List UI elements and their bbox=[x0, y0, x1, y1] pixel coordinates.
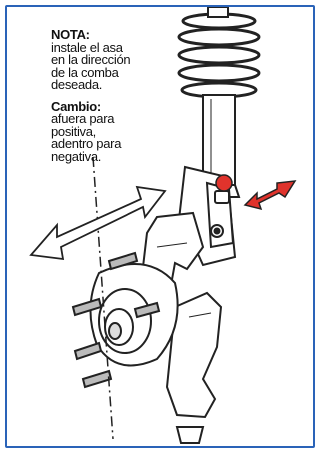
double-arrow-icon bbox=[29, 185, 167, 261]
note-line: instale el asa bbox=[51, 39, 123, 55]
note-line: en la dirección bbox=[51, 52, 131, 67]
change-heading: Cambio: bbox=[51, 98, 101, 114]
coil-spring-icon bbox=[177, 12, 261, 99]
change-line: negativa. bbox=[51, 148, 102, 164]
red-double-arrow-icon bbox=[243, 180, 297, 211]
diagram-frame: NOTA: instale el asa en la dirección de … bbox=[5, 5, 315, 448]
suspension-illustration bbox=[29, 7, 297, 444]
change-line: afuera para bbox=[51, 111, 115, 126]
centerline-icon bbox=[92, 156, 114, 440]
note-heading: NOTA: bbox=[51, 27, 90, 42]
adjust-bolt-icon bbox=[215, 174, 233, 192]
change-line: adentro para bbox=[51, 136, 122, 151]
note-line: de la comba bbox=[51, 64, 119, 80]
strut-icon bbox=[197, 7, 241, 198]
wheel-hub-icon bbox=[71, 251, 179, 389]
instruction-note: NOTA: instale el asa en la dirección de … bbox=[51, 27, 169, 164]
camber-bracket-icon bbox=[175, 165, 237, 267]
change-line: positiva, bbox=[51, 123, 96, 139]
note-line: deseada. bbox=[51, 77, 103, 92]
